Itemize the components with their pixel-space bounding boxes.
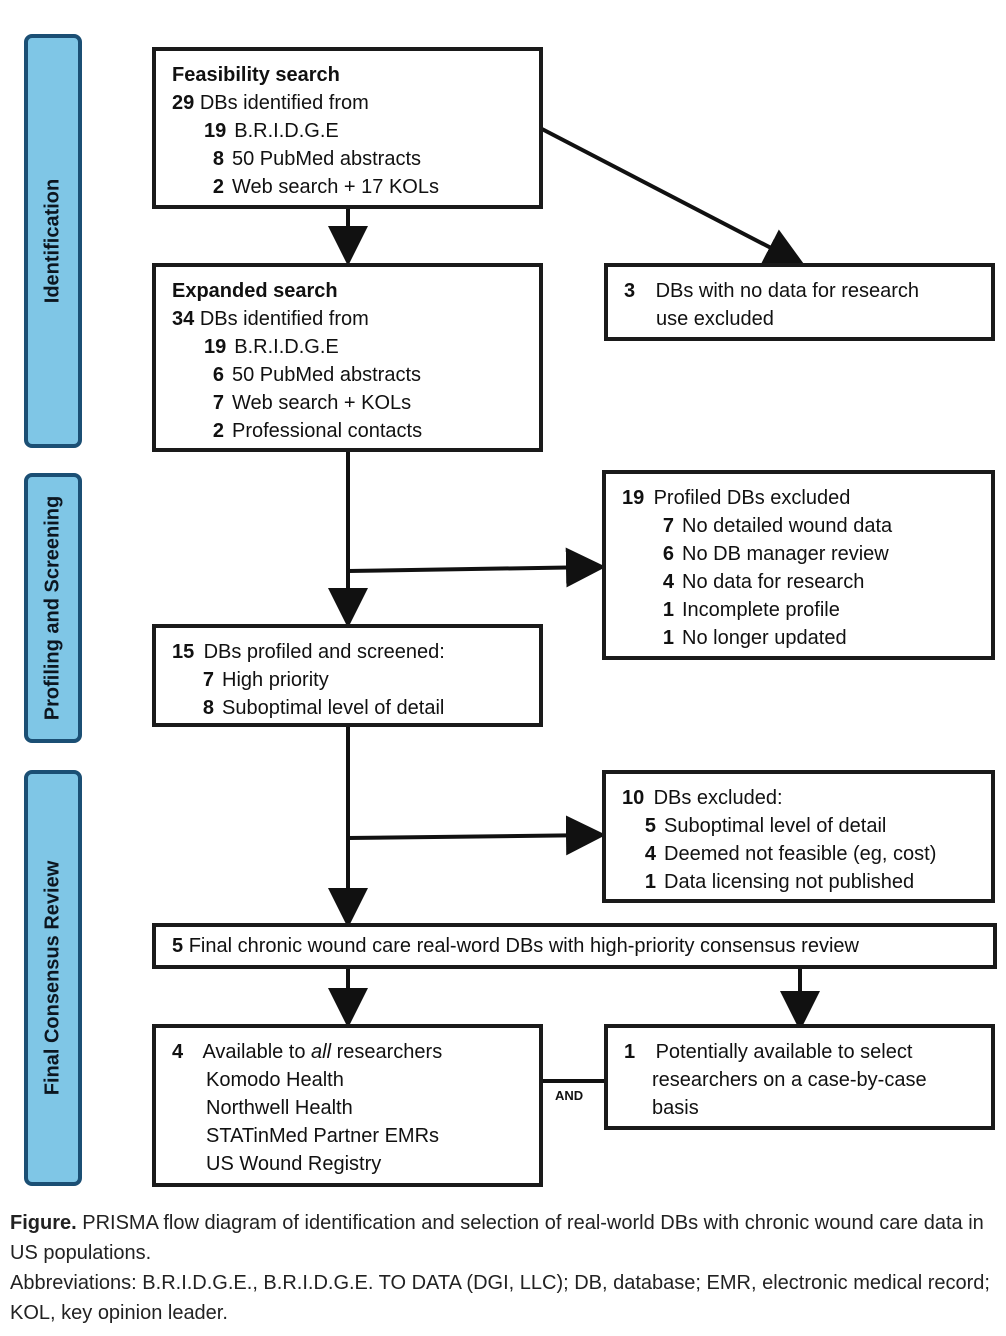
exclusion-text-1: DBs with no data for research <box>655 280 920 302</box>
expanded-total: 34 <box>172 308 195 330</box>
available-text-em: all <box>311 1041 332 1063</box>
available-box: 4 Available to all researchers Komodo He… <box>152 1024 543 1187</box>
feasibility-total-text: DBs identified from <box>199 92 369 114</box>
excluded10-count: 10 <box>622 787 645 809</box>
available-text-post: researchers <box>331 1041 443 1063</box>
feasibility-box: Feasibility search 29 DBs identified fro… <box>152 47 543 209</box>
caption-label: Figure. <box>10 1212 77 1234</box>
caption-text: PRISMA flow diagram of identification an… <box>10 1212 984 1264</box>
screened-text: DBs profiled and screened: <box>203 641 445 663</box>
feasibility-total: 29 <box>172 92 195 114</box>
final-count: 5 <box>172 935 184 957</box>
final-box: 5 Final chronic wound care real-word DBs… <box>152 923 997 969</box>
list-item: Northwell Health <box>206 1097 353 1119</box>
list-item: US Wound Registry <box>206 1153 382 1175</box>
potential-text-2: researchers on a case-by-case <box>652 1069 927 1091</box>
screened-count: 15 <box>172 641 195 663</box>
excluded10-text: DBs excluded: <box>653 787 783 809</box>
expanded-title: Expanded search <box>172 280 338 302</box>
figure-caption: Figure. PRISMA flow diagram of identific… <box>10 1208 990 1328</box>
exclusion-text-2: use excluded <box>656 308 774 330</box>
phase-final: Final Consensus Review <box>24 770 82 1186</box>
profiled-excluded-text: Profiled DBs excluded <box>653 487 851 509</box>
available-text-pre: Available to <box>202 1041 312 1063</box>
final-text: Final chronic wound care real-word DBs w… <box>188 935 859 957</box>
expanded-total-text: DBs identified from <box>199 308 369 330</box>
exclusion-box-no-data: 3 DBs with no data for research use excl… <box>604 263 995 341</box>
potential-box: 1 Potentially available to select resear… <box>604 1024 995 1130</box>
arrow-feasibility-to-exclusion <box>539 126 806 266</box>
list-item: STATinMed Partner EMRs <box>206 1125 440 1147</box>
arrow-to-excluded10 <box>347 815 606 856</box>
profiled-excluded-count: 19 <box>622 487 645 509</box>
caption-abbreviations: Abbreviations: B.R.I.D.G.E., B.R.I.D.G.E… <box>10 1272 990 1324</box>
arrow-to-profiled-excluded <box>347 547 606 588</box>
and-label: AND <box>555 1088 584 1103</box>
phase-profiling: Profiling and Screening <box>24 473 82 743</box>
phase-identification: Identification <box>24 34 82 448</box>
list-item: Komodo Health <box>206 1069 344 1091</box>
potential-text-1: Potentially available to select <box>655 1041 913 1063</box>
potential-count: 1 <box>624 1041 636 1063</box>
available-count: 4 <box>172 1041 184 1063</box>
exclusion-count: 3 <box>624 280 636 302</box>
potential-text-3: basis <box>652 1097 699 1119</box>
expanded-box: Expanded search 34 DBs identified from 1… <box>152 263 543 452</box>
feasibility-title: Feasibility search <box>172 64 340 86</box>
